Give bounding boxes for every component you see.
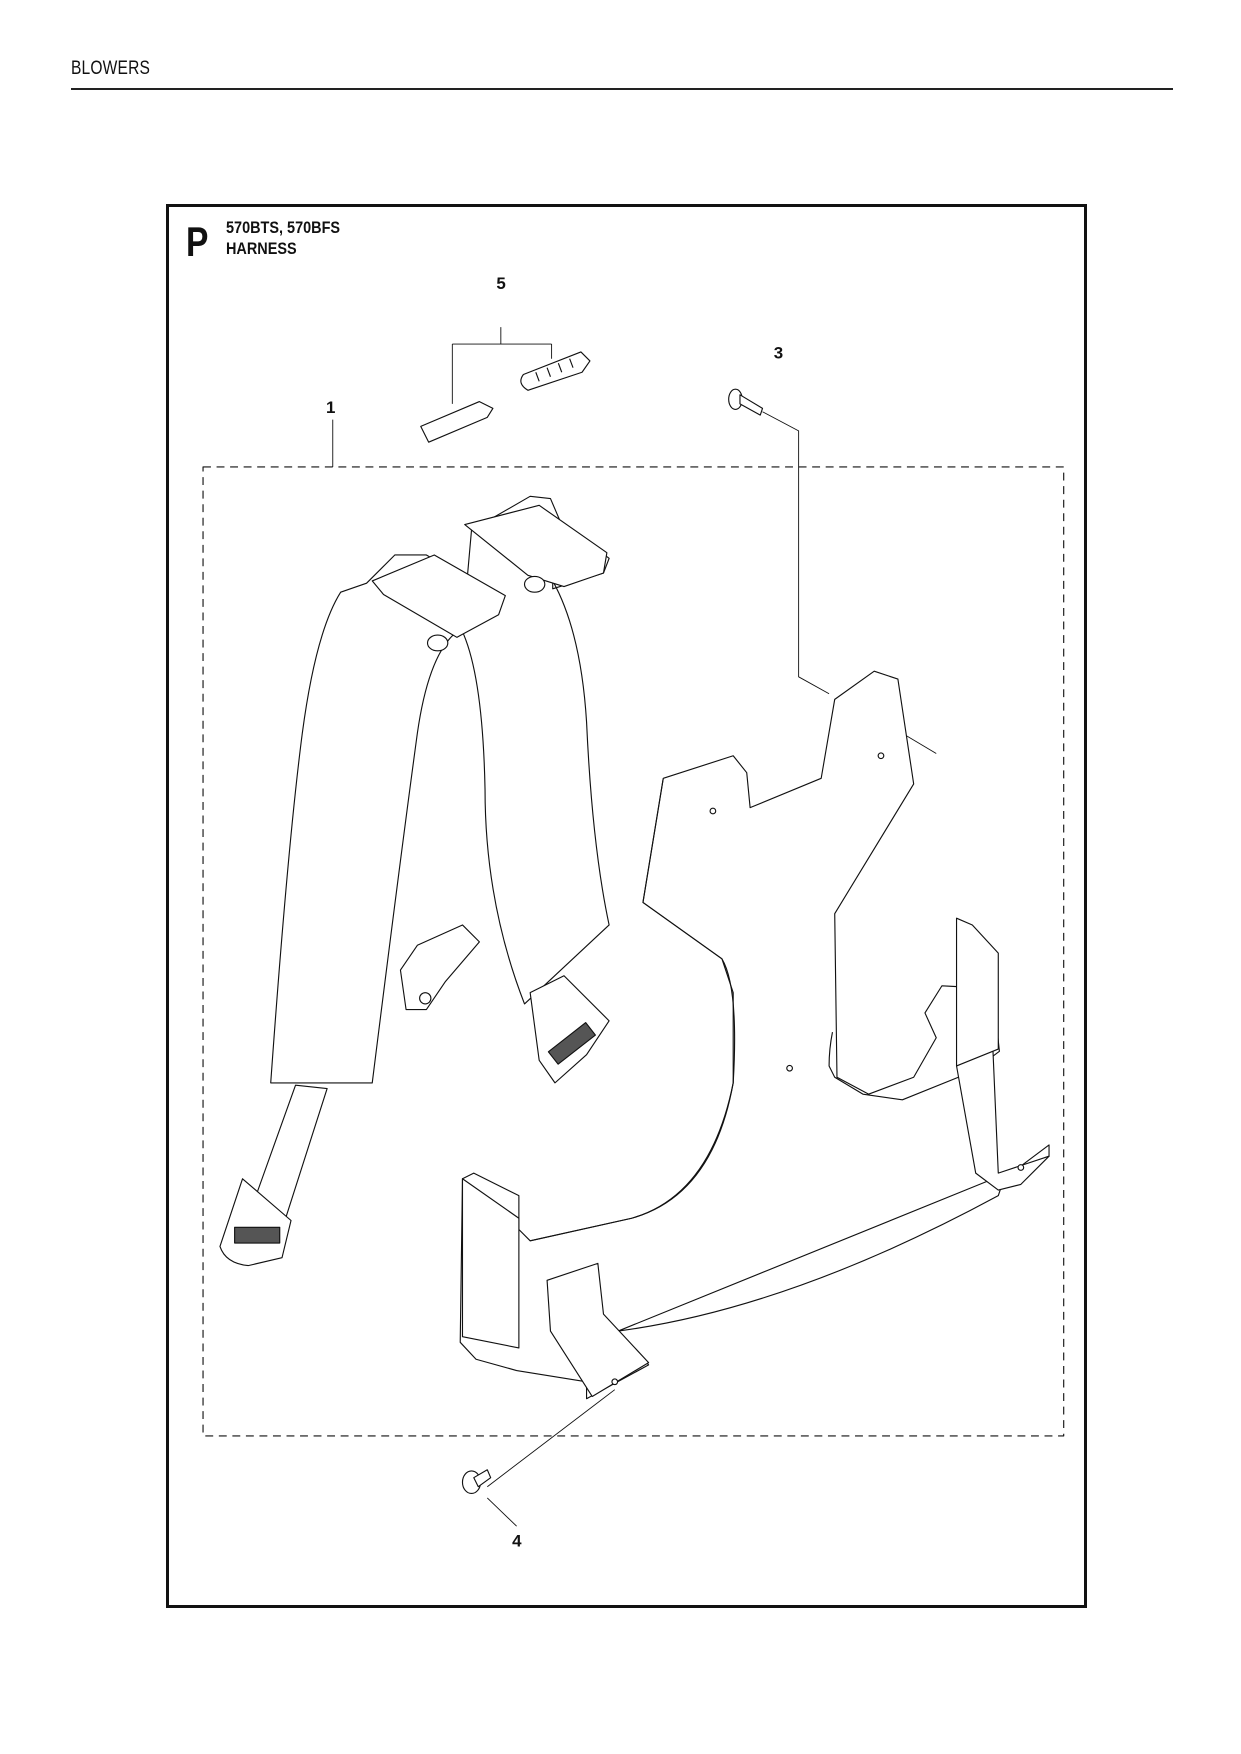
part-3-screw [728,388,764,416]
part-1-assembly-outline [202,466,1065,1437]
callout-1: 1 [326,398,335,417]
callout-3: 3 [774,344,783,363]
model-list: 570BTS, 570BFS [226,218,341,237]
callout-4: 4 [512,1531,522,1550]
part-5-strap-clips [420,351,591,443]
callout-5: 5 [496,274,505,293]
diagram-heading: 570BTS, 570BFS HARNESS [226,217,340,259]
section-header: BLOWERS [71,58,151,79]
header-divider [71,88,1173,90]
part-1-back-plate [459,670,1050,1400]
part-1-shoulder-straps [219,495,610,1267]
part-4-screw [461,1469,492,1495]
diagram-title: HARNESS [226,239,297,258]
leader-lines [332,327,937,1527]
diagram-frame [166,204,1087,1608]
diagram-letter: P [186,218,209,265]
